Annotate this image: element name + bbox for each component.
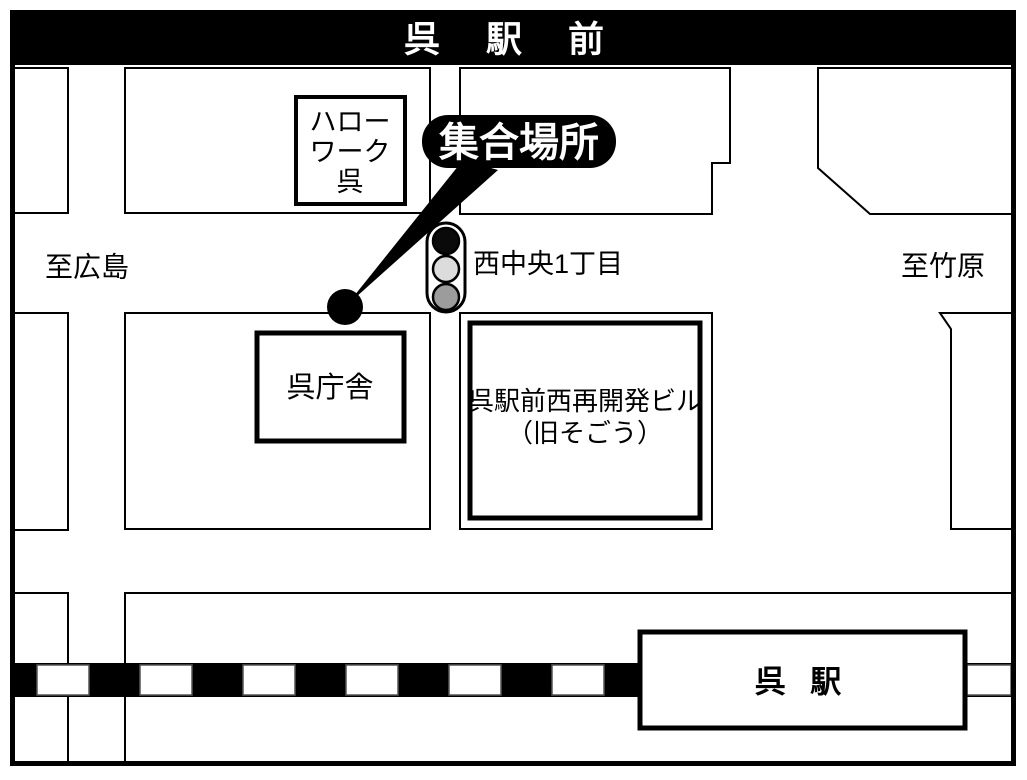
railway-tie (139, 664, 193, 696)
hello-work-label-line2: ワーク (310, 137, 391, 167)
railway-tie (36, 664, 90, 696)
traffic-light-bottom (431, 282, 461, 312)
block-mid-right (938, 312, 1014, 530)
intersection-label: 西中央1丁目 (473, 249, 623, 279)
city-office-label: 呉庁舎 (286, 371, 373, 404)
railway-tie (966, 664, 1012, 696)
block-top-left (12, 67, 69, 214)
railway-tie (448, 664, 502, 696)
meeting-point-icon (327, 289, 363, 325)
title-bar (10, 10, 1016, 65)
station-label: 呉 駅 (755, 665, 850, 700)
city-office-box (254, 330, 407, 444)
traffic-light-icon (425, 221, 467, 314)
redevelopment-label-line2: （旧そごう） (507, 418, 663, 448)
hello-work-label-line3: 呉 (337, 167, 364, 197)
direction-west-label: 至広島 (45, 252, 129, 283)
traffic-light-middle (431, 254, 461, 284)
block-top-right (817, 67, 1014, 215)
redevelopment-box (467, 320, 703, 521)
block-mid-left (12, 312, 69, 531)
meeting-pointer (346, 160, 498, 306)
meeting-label: 集合場所 (438, 121, 599, 165)
railway-tie (551, 664, 605, 696)
traffic-light-top (431, 226, 461, 256)
railway-tie (345, 664, 399, 696)
page-title: 呉 駅 前 (404, 19, 622, 60)
railway-tie (242, 664, 296, 696)
meeting-label-pill (422, 115, 616, 168)
hello-work-box (294, 95, 407, 206)
direction-east-label: 至竹原 (901, 251, 985, 282)
station-box (637, 629, 968, 731)
hello-work-label-line1: ハロー (310, 107, 391, 137)
redevelopment-label-line1: 呉駅前西再開発ビル (468, 386, 702, 416)
